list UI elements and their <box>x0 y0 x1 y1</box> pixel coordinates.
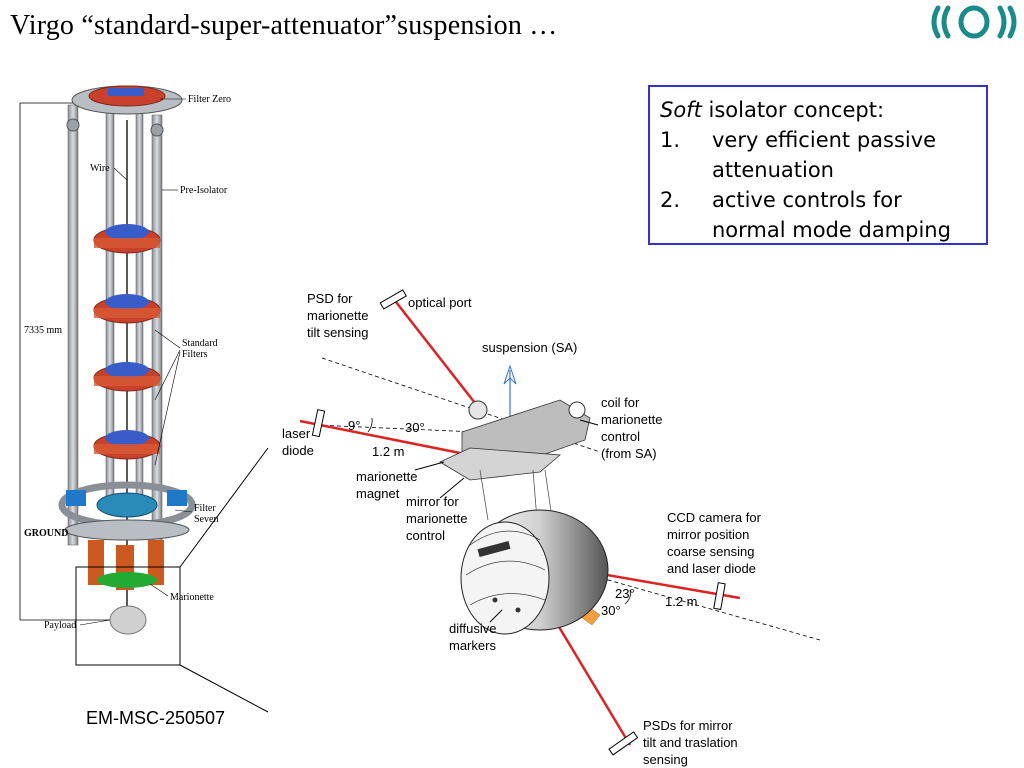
label-mirror-2: marionette <box>406 511 467 526</box>
label-marionette: Marionette <box>170 592 214 603</box>
label-psds-1: PSDs for mirror <box>643 718 733 733</box>
label-ccd-4: and laser diode <box>667 561 756 576</box>
label-psds-3: sensing <box>643 752 688 767</box>
label-filter-zero: Filter Zero <box>188 94 231 105</box>
label-wire: Wire <box>90 163 110 174</box>
marionette-detail-diagram <box>299 289 821 756</box>
label-magnet-1: marionette <box>356 469 417 484</box>
label-laser-1: laser <box>282 426 311 441</box>
label-angle-9: 9° <box>348 418 360 433</box>
label-ground: GROUND <box>24 528 68 539</box>
standard-filter-1 <box>93 224 161 254</box>
label-angle-30-bottom: 30° <box>601 603 621 618</box>
standard-filter-3 <box>93 362 161 392</box>
label-mirror-3: control <box>406 528 445 543</box>
concept-heading: Soft isolator concept: <box>660 98 885 122</box>
label-standard-filters-1: Standard <box>182 338 218 349</box>
label-psd-tilt-3: tilt sensing <box>307 325 368 340</box>
standard-filter-4 <box>93 430 161 460</box>
label-ccd-2: mirror position <box>667 527 749 542</box>
mirror-drum <box>460 509 609 635</box>
label-psd-tilt-2: marionette <box>307 308 368 323</box>
label-ccd-3: coarse sensing <box>667 544 754 559</box>
label-coil-1: coil for <box>601 395 640 410</box>
label-coil-2: marionette <box>601 412 662 427</box>
label-filter-seven-2: Seven <box>194 514 218 525</box>
label-laser-2: diode <box>282 443 314 458</box>
label-suspension-sa: suspension (SA) <box>482 340 577 355</box>
label-angle-30-top: 30° <box>405 420 425 435</box>
label-mirror-1: mirror for <box>406 494 459 509</box>
label-psds-2: tilt and traslation <box>643 735 738 750</box>
label-magnet-2: magnet <box>356 486 400 501</box>
label-markers-1: diffusive <box>449 621 496 636</box>
virgo-logo-icon <box>931 5 1017 39</box>
label-ccd-1: CCD camera for <box>667 510 762 525</box>
label-pre-isolator: Pre-Isolator <box>180 185 228 196</box>
label-psd-tilt-1: PSD for <box>307 291 353 306</box>
label-payload: Payload <box>44 620 76 631</box>
label-markers-2: markers <box>449 638 496 653</box>
slide-title: Virgo “standard-super-attenuator”suspens… <box>10 10 558 41</box>
label-height: 7335 mm <box>24 325 62 336</box>
label-angle-23: 23° <box>615 586 635 601</box>
standard-filter-2 <box>93 294 161 324</box>
label-dist-bottom: 1.2 m <box>665 594 698 609</box>
slide-caption: EM-MSC-250507 <box>86 708 226 728</box>
label-standard-filters-2: Filters <box>182 349 208 360</box>
super-attenuator-tower <box>19 85 269 713</box>
label-dist-top: 1.2 m <box>372 444 405 459</box>
soft-isolator-concept-box: Soft isolator concept: 1. very efficient… <box>648 85 988 245</box>
label-coil-4: (from SA) <box>601 446 657 461</box>
label-optical-port: optical port <box>408 295 472 310</box>
label-filter-seven-1: Filter <box>194 503 216 514</box>
label-coil-3: control <box>601 429 640 444</box>
